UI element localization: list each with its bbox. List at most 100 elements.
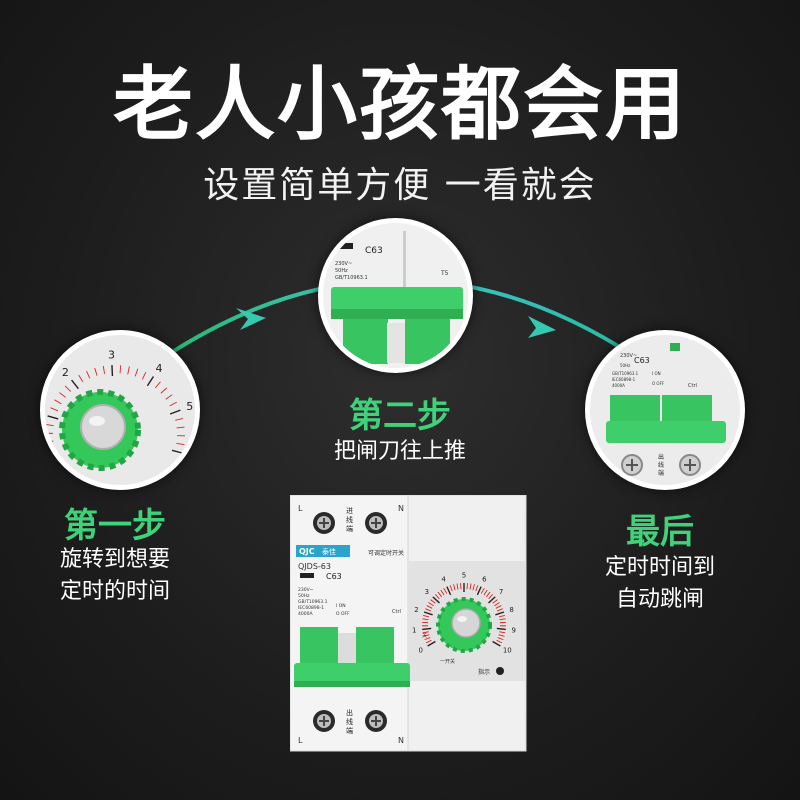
right-rating: C63 xyxy=(634,356,650,365)
dial-tick xyxy=(54,399,62,405)
dial-tick xyxy=(119,365,122,374)
dial-tick xyxy=(175,418,184,421)
dial-tick xyxy=(146,376,155,387)
dial-tick xyxy=(469,583,472,590)
subtitle: 设置简单方便 一看就会 xyxy=(203,165,597,206)
right-spec-3: IEC60898-1 xyxy=(612,377,636,382)
dial-tick xyxy=(422,618,429,621)
middle-spec-2: GB/T10963.1 xyxy=(335,275,368,281)
right-spec-2: GB/T10963.1 xyxy=(612,371,639,376)
dial-tick xyxy=(497,608,503,612)
dial-tick xyxy=(425,608,431,612)
line-in-1: 线 xyxy=(346,515,353,524)
dial-number: 8 xyxy=(509,606,513,614)
dial-tick xyxy=(428,602,434,607)
right-ctrl-label: Ctrl xyxy=(688,383,697,389)
line-in-0: 进 xyxy=(346,507,353,515)
dial-tick xyxy=(424,637,431,641)
dial-tick xyxy=(86,370,91,379)
dial-tick xyxy=(423,634,430,637)
dial-tick xyxy=(443,587,448,594)
indicator-label: 指示 xyxy=(478,668,490,676)
arrow-icon-left xyxy=(236,308,266,330)
dial-tick xyxy=(486,591,491,598)
dial-tick xyxy=(495,611,505,616)
dial-tick xyxy=(102,365,106,374)
dial-tick xyxy=(499,618,506,621)
dial-tick xyxy=(425,639,432,644)
dial-tick xyxy=(495,605,502,609)
dial-tick xyxy=(494,602,500,607)
dial-tick xyxy=(466,583,468,590)
dial-number: 5 xyxy=(462,571,466,579)
right-spec-1: 50Hz xyxy=(620,363,630,368)
step-final-desc-line-1: 定时时间到 xyxy=(604,555,715,580)
dial-tick xyxy=(176,443,185,445)
device-off-label: O OFF xyxy=(336,611,350,617)
timer-breaker-device: L N 进 线 端 QJC 泰佳 可调定时开关 QJDS-63 C63 230V… xyxy=(290,495,527,752)
dial-tick xyxy=(430,599,436,604)
dial-tick xyxy=(488,596,496,604)
dial-tick xyxy=(434,594,440,600)
dial-number: 9 xyxy=(511,627,515,635)
dial-number: 7 xyxy=(499,588,503,596)
dial-tick xyxy=(496,639,503,644)
dial-tick xyxy=(446,586,452,596)
device-timer-label: 可调定时开关 xyxy=(368,549,404,557)
dial-number: 2 xyxy=(414,606,418,614)
right-out-label-1: 线 xyxy=(658,461,664,469)
dial-tick xyxy=(488,594,494,600)
terminal-bottom-right: N xyxy=(398,736,404,745)
dial-number: 10 xyxy=(503,646,512,654)
dial-tick xyxy=(475,585,479,592)
step-one-desc-line-2: 定时的时间 xyxy=(59,579,170,604)
device-on-label: I ON xyxy=(336,603,346,609)
dial-tick xyxy=(134,368,139,377)
device-spec-3: IEC60898-1 xyxy=(298,605,324,611)
dial-number: 6 xyxy=(482,576,487,584)
screw-icon xyxy=(365,710,387,732)
dial-tick xyxy=(499,631,506,634)
dial-tick xyxy=(422,631,429,634)
step-two-title: 第二步 xyxy=(349,396,451,436)
dial-tick xyxy=(47,415,59,420)
dial-tick xyxy=(437,591,442,598)
dial-number: 4 xyxy=(155,362,162,375)
dial-tick xyxy=(492,640,501,647)
dial-tick xyxy=(476,586,482,596)
dial-tick xyxy=(498,614,505,618)
device-spec-1: 50Hz xyxy=(298,593,310,599)
dial-off-mark: 关 xyxy=(422,632,427,639)
line-out-2: 端 xyxy=(346,726,353,735)
right-on-label: I ON xyxy=(652,371,661,376)
dial-tick xyxy=(492,599,498,604)
dial-tick xyxy=(460,583,462,590)
dial-number: 1 xyxy=(412,627,416,635)
terminal-bottom-left: L xyxy=(298,736,303,745)
arrow-icon-right xyxy=(528,316,556,338)
breaker-closeup-circle: C63 230V~ 50Hz GB/T10963.1 T5 xyxy=(318,218,473,373)
dial-tick xyxy=(127,366,130,375)
dial-tick xyxy=(496,627,506,631)
dial-tick xyxy=(169,401,178,407)
dial-number: 0 xyxy=(418,646,422,654)
step-final-desc-line-2: 自动跳闸 xyxy=(615,587,704,612)
dial-tick xyxy=(71,379,79,390)
dial-tick xyxy=(426,605,433,609)
middle-terminal: T5 xyxy=(440,270,449,277)
dial-tick xyxy=(45,424,54,427)
step-final-desc: 定时时间到 自动跳闸 xyxy=(585,552,735,616)
dial-on-mark: 一开关 xyxy=(440,658,455,665)
middle-rating: C63 xyxy=(365,246,383,256)
dial-tick xyxy=(423,614,430,618)
dial-tick xyxy=(498,634,505,637)
dial-tick xyxy=(94,367,98,376)
dial-tick xyxy=(423,611,433,616)
right-out-label-2: 端 xyxy=(658,469,664,477)
device-spec-0: 230V~ xyxy=(298,587,314,593)
screw-icon xyxy=(365,512,387,534)
dial-tick xyxy=(64,385,72,392)
dial-tick xyxy=(169,409,181,415)
dial-tick xyxy=(59,392,66,398)
